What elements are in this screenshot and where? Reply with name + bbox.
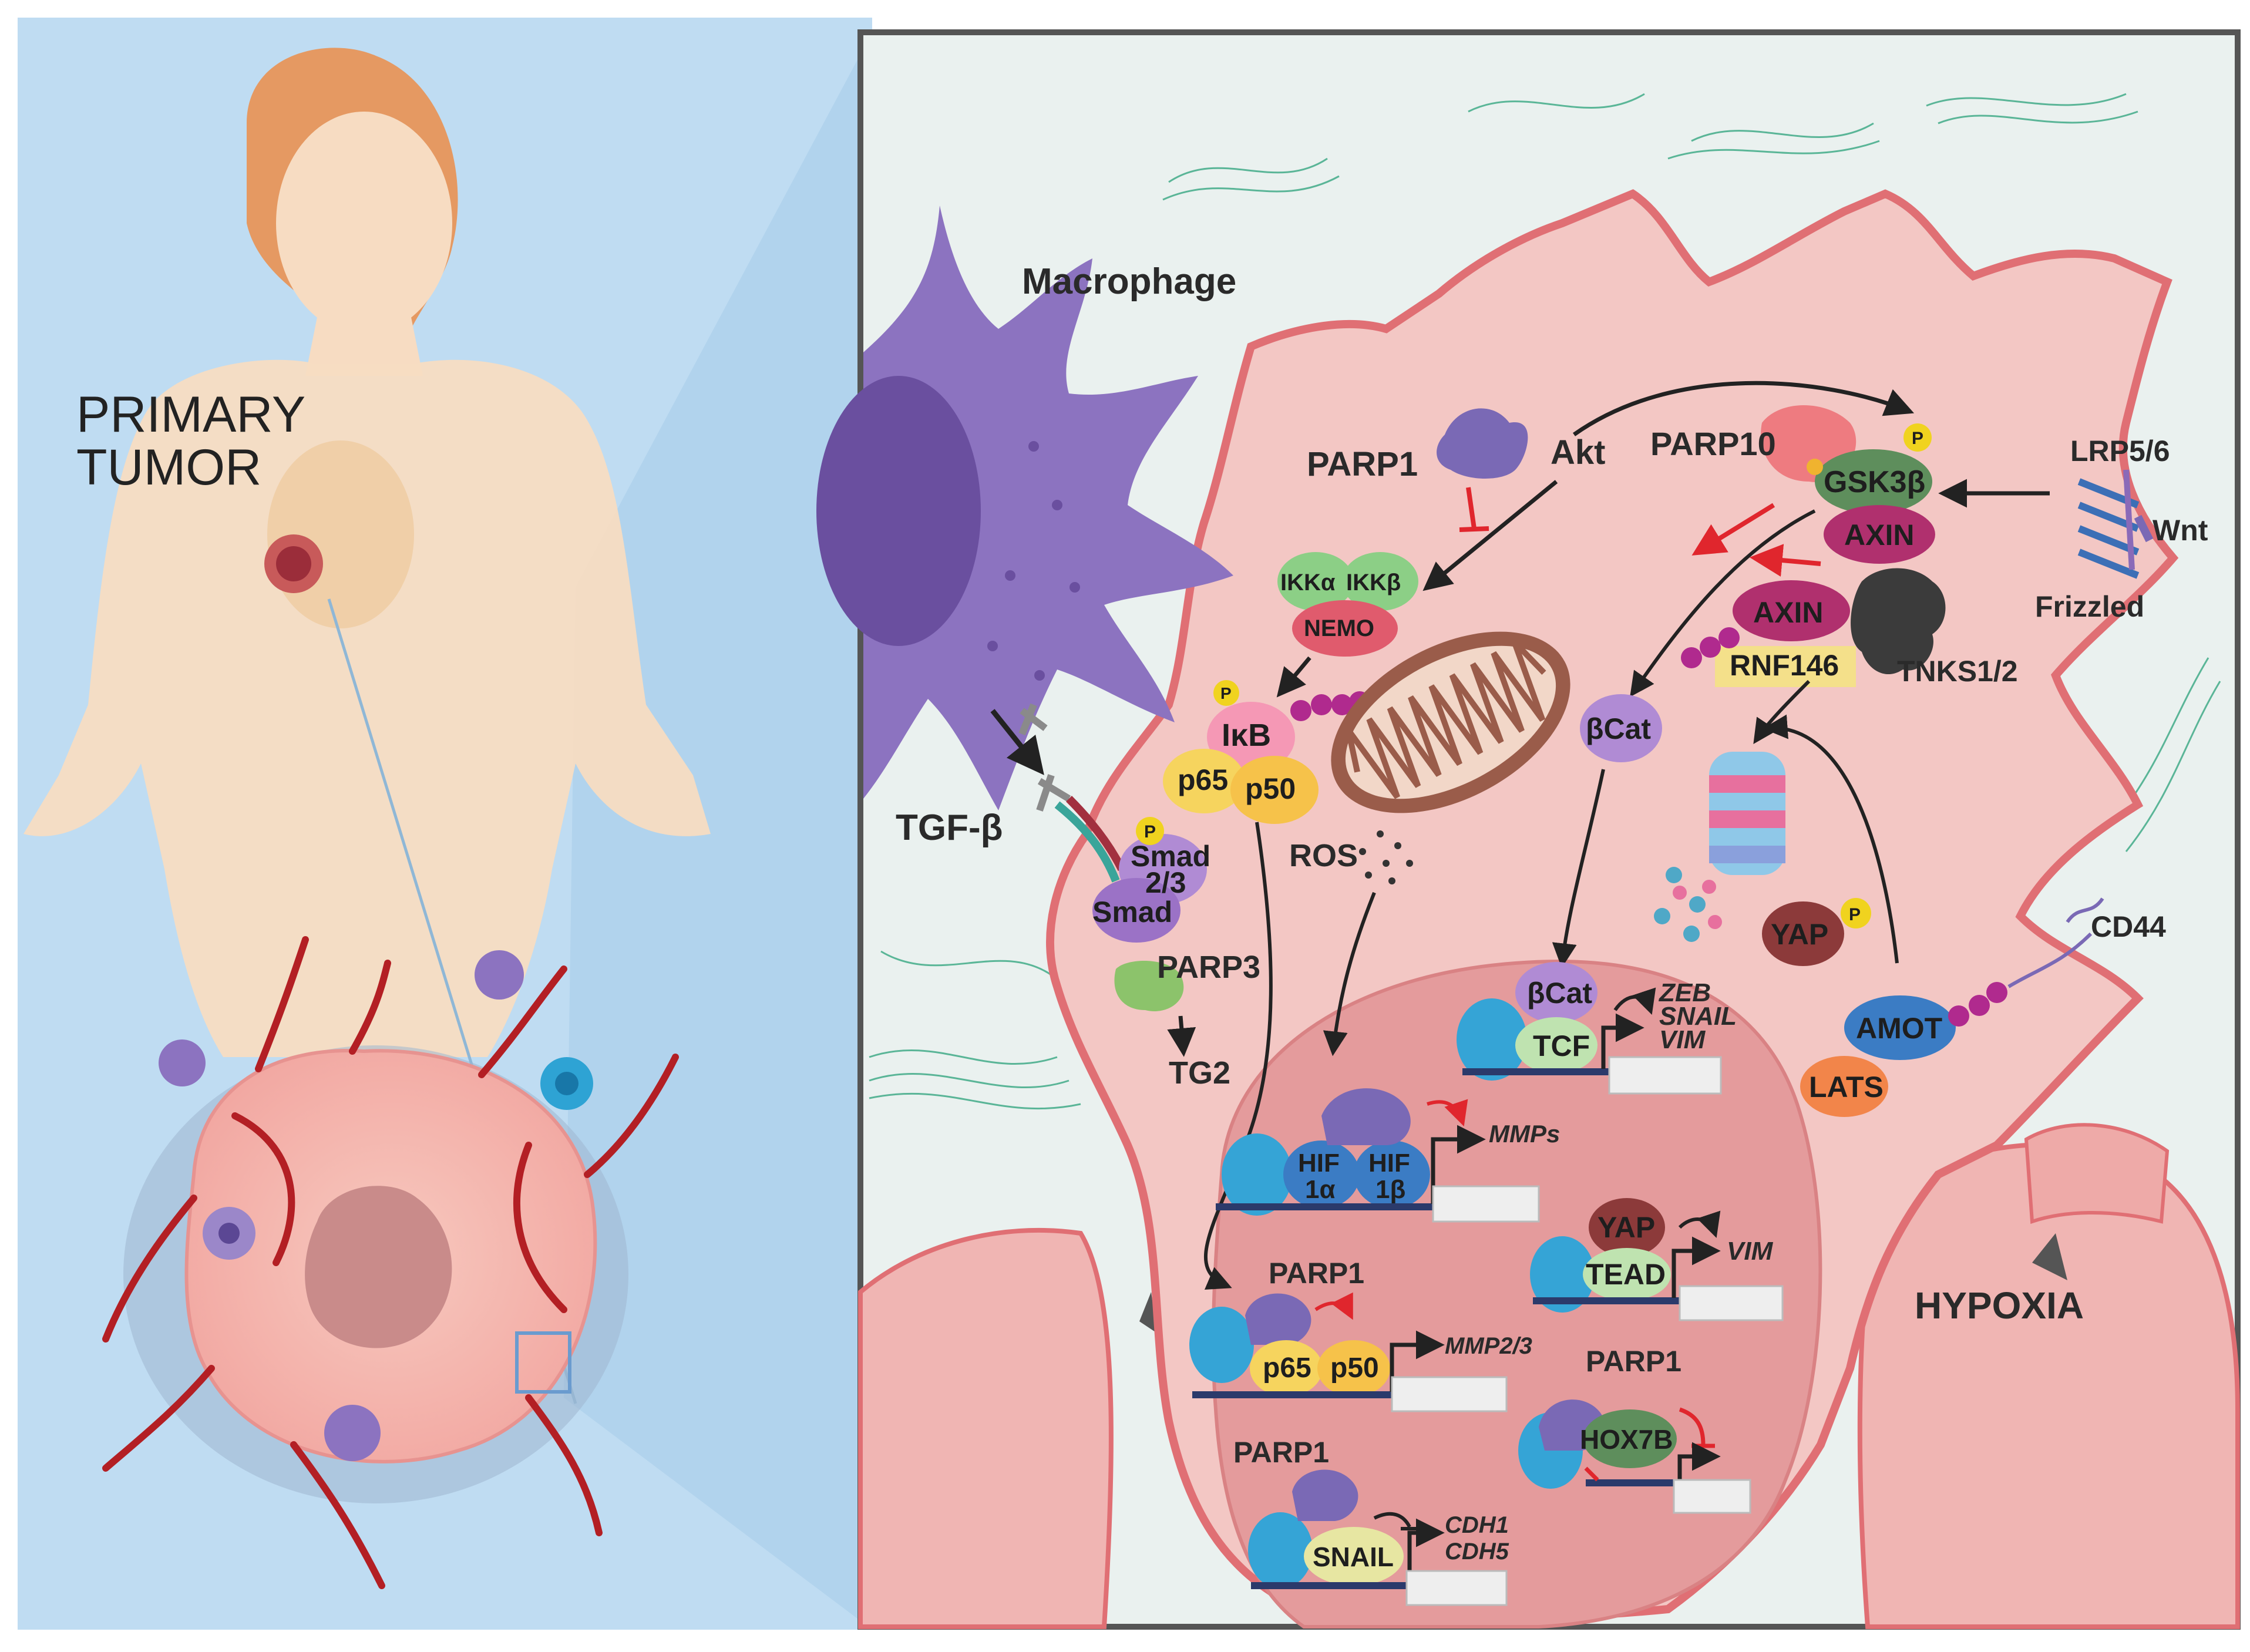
primary-tumor-title-line2: TUMOR xyxy=(76,439,261,496)
vim-gene-mid: VIM xyxy=(1727,1237,1774,1266)
tcf-label: TCF xyxy=(1533,1029,1590,1062)
wnt-label: Wnt xyxy=(2153,514,2208,547)
cdh1-gene: CDH1 xyxy=(1445,1512,1509,1538)
hox7b-label: HOX7B xyxy=(1580,1424,1673,1455)
parp1-nfkb-label: PARP1 xyxy=(1269,1257,1364,1290)
gsk3b-phospho-label: P xyxy=(1912,429,1923,448)
ikkb-label: IKKβ xyxy=(1346,570,1401,595)
beta-catenin-cytoplasm xyxy=(1580,694,1662,762)
yap-cyto-label: YAP xyxy=(1771,918,1828,951)
ikb-phospho-label: P xyxy=(1220,684,1232,702)
mmps-gene: MMPs xyxy=(1489,1120,1560,1148)
hif1b-top-label: HIF xyxy=(1368,1149,1410,1177)
yap-nuclear-label: YAP xyxy=(1597,1211,1655,1244)
vim-gene-top: VIM xyxy=(1659,1025,1706,1054)
ikb-label: IκB xyxy=(1222,718,1271,753)
hippo-complex xyxy=(1762,897,2104,1117)
tumor-mass xyxy=(102,936,679,1589)
p65-cyto-label: p65 xyxy=(1178,763,1228,796)
mitochondrion-icon xyxy=(1331,631,1570,813)
smad-phospho-label: P xyxy=(1144,822,1156,842)
nfkb-complex xyxy=(1163,680,1370,824)
snail-protein-label: SNAIL xyxy=(1313,1542,1394,1572)
tnks-label: TNKS1/2 xyxy=(1897,655,2018,688)
lrp56-label: LRP5/6 xyxy=(2070,435,2170,467)
p50-nuclear-label: p50 xyxy=(1330,1352,1379,1384)
patient-figure xyxy=(23,48,711,1057)
rnf146-label: RNF146 xyxy=(1730,649,1839,682)
ros-dots xyxy=(1359,830,1413,884)
mmp23-gene: MMP2/3 xyxy=(1445,1333,1532,1359)
bcat-nuclear-label: βCat xyxy=(1527,977,1592,1010)
parp10-label: PARP10 xyxy=(1650,425,1776,462)
parp1-hox7b-label: PARP1 xyxy=(1586,1345,1681,1378)
lats-label: LATS xyxy=(1809,1071,1884,1103)
snail-gene: SNAIL xyxy=(1659,1002,1737,1031)
p50-cyto-label: p50 xyxy=(1245,772,1296,805)
ros-label: ROS xyxy=(1289,838,1358,873)
hif1a-bot-label: 1α xyxy=(1305,1175,1336,1204)
amot-label: AMOT xyxy=(1856,1012,1942,1045)
frizzled-receptor-icon xyxy=(2077,469,2154,579)
phospho-badge xyxy=(1136,817,1164,845)
ikka-label: IKKα xyxy=(1280,570,1336,595)
macrophage xyxy=(816,206,1233,810)
hypoxia-label: HYPOXIA xyxy=(1915,1284,2084,1327)
yap-phospho-label: P xyxy=(1849,905,1861,924)
hif1a-top-label: HIF xyxy=(1298,1149,1340,1177)
ikk-complex xyxy=(1277,552,1418,657)
gsk3b-axin-complex xyxy=(1807,423,1935,564)
axin-rnf146-tnks-complex xyxy=(1681,544,1946,687)
primary-tumor-title-line1: PRIMARY xyxy=(76,386,305,443)
akt-label: Akt xyxy=(1551,433,1605,472)
bcat-tcf-promoter xyxy=(1457,962,1722,1095)
nemo-label: NEMO xyxy=(1304,615,1374,641)
smad23-label: Smad xyxy=(1131,840,1210,873)
smad23b-label: 2/3 xyxy=(1145,866,1186,899)
parp1-hox7b-promoter xyxy=(1518,1399,1751,1514)
tead-label: TEAD xyxy=(1586,1258,1666,1291)
parp1-snail-promoter xyxy=(1248,1469,1508,1606)
parp1-cytoplasm-icon xyxy=(1437,408,1528,532)
bcat-cyto-label: βCat xyxy=(1586,712,1651,745)
zeb-gene: ZEB xyxy=(1658,978,1711,1007)
smad-label: Smad xyxy=(1092,896,1172,928)
tgfb-label: TGF-β xyxy=(896,808,1003,848)
axin-top-label: AXIN xyxy=(1844,519,1914,551)
parp1-top-label: PARP1 xyxy=(1307,445,1418,483)
parp1-snail-label: PARP1 xyxy=(1233,1436,1329,1469)
tgfb-receptor-icon xyxy=(990,703,1126,883)
yap-tead-promoter xyxy=(1530,1198,1784,1321)
parp3-icon xyxy=(1114,961,1196,1057)
p65-nuclear-label: p65 xyxy=(1263,1352,1311,1384)
hif-promoter xyxy=(1216,1088,1540,1223)
cd44-label: CD44 xyxy=(2091,910,2166,943)
hif1b-bot-label: 1β xyxy=(1375,1175,1405,1204)
macrophage-label: Macrophage xyxy=(1022,261,1236,302)
frizzled-label: Frizzled xyxy=(2035,590,2144,623)
parp1-nfkb-promoter xyxy=(1189,1292,1508,1412)
parp3-label: PARP3 xyxy=(1157,950,1260,985)
proteasome-icon xyxy=(1654,752,1785,942)
cdh5-gene: CDH5 xyxy=(1445,1539,1509,1564)
primary-tumor-panel: PRIMARY TUMOR xyxy=(18,18,872,1630)
gsk3b-label: GSK3β xyxy=(1824,465,1925,499)
axin-mid-label: AXIN xyxy=(1753,596,1823,629)
smad-complex xyxy=(1092,817,1207,943)
tg2-label: TG2 xyxy=(1169,1055,1230,1091)
